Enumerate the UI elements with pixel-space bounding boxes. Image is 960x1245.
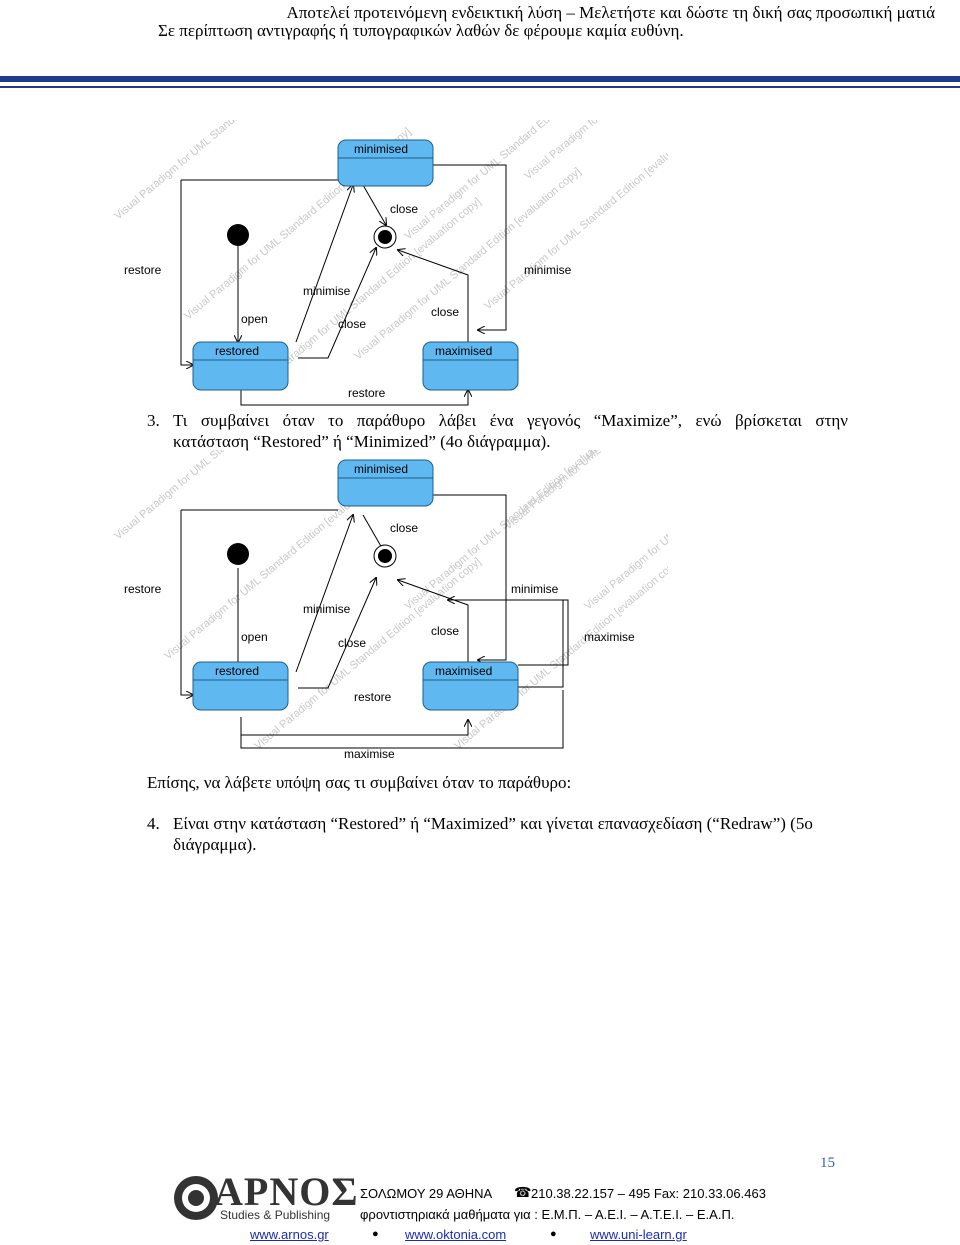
transition-label: close [390, 202, 418, 216]
transition-label: maximise [344, 747, 395, 761]
telephone-icon: ☎ [514, 1184, 532, 1200]
initial-node [227, 224, 249, 246]
logo-wordmark: ΑΡΝΟΣ [214, 1169, 359, 1214]
transition-label: restore [354, 690, 392, 704]
svg-text:Visual Paradigm for UML Standa: Visual Paradigm for UML Standard Edition… [502, 450, 668, 532]
q3-line-1: Τι συμβαίνει όταν το παράθυρο λάβει ένα … [173, 411, 848, 430]
footer-link-oktonia[interactable]: www.oktonia.com [405, 1227, 507, 1242]
page-number: 15 [820, 1155, 835, 1171]
transition-label: close [431, 624, 459, 638]
q3-line-2: κατάσταση “Restored” ή “Minimized” (4ο δ… [173, 432, 551, 451]
logo-emblem-icon [174, 1176, 218, 1220]
transition-label: open [241, 630, 268, 644]
state-diagram-1: Visual Paradigm for UML Standard Edition… [112, 120, 668, 406]
bullet: ● [372, 1228, 379, 1240]
header-line-1: Αποτελεί προτεινόμενη ενδεικτική λύση – … [286, 3, 935, 22]
header-line-2: Σε περίπτωση αντιγραφής ή τυπογραφικών λ… [158, 21, 684, 40]
svg-text:Visual Paradigm for UML Standa: Visual Paradigm for UML Standard Edition… [452, 556, 668, 753]
svg-text:maximised: maximised [435, 664, 492, 678]
svg-text:restored: restored [215, 344, 259, 358]
transition-label: restore [124, 263, 162, 277]
note-text: Επίσης, να λάβετε υπόψη σας τι συμβαίνει… [147, 773, 572, 792]
svg-text:restored: restored [215, 664, 259, 678]
footer-link-arnos[interactable]: www.arnos.gr [250, 1227, 329, 1242]
transition-label: restore [348, 386, 386, 400]
state-restored: restored [192, 661, 289, 711]
svg-text:minimised: minimised [354, 142, 408, 156]
logo-subtitle: Studies & Publishing [220, 1208, 331, 1222]
header-rule-thick [0, 76, 960, 82]
q4-line-2: διάγραμμα). [173, 835, 257, 854]
state-minimised: minimised [337, 139, 434, 187]
transition-label: maximise [584, 630, 635, 644]
initial-node [227, 543, 249, 565]
state-minimised: minimised [337, 459, 434, 507]
svg-text:Visual Paradigm for UML Standa: Visual Paradigm for UML Standard Edition… [112, 450, 343, 542]
transition-label: open [241, 312, 268, 326]
state-maximised: maximised [422, 661, 519, 711]
state-diagram-2: Visual Paradigm for UML Standard Edition… [112, 450, 668, 761]
bullet: ● [550, 1228, 557, 1240]
svg-text:Visual Paradigm for UML Standa: Visual Paradigm for UML Standard Edition… [252, 556, 483, 753]
transition-label: close [338, 317, 366, 331]
transition-label: close [431, 305, 459, 319]
transition-label: minimise [524, 263, 572, 277]
transition-label: minimise [511, 582, 559, 596]
transition-label: close [390, 521, 418, 535]
svg-text:maximised: maximised [435, 344, 492, 358]
header-rule-thin [0, 86, 960, 88]
footer-phone: 210.38.22.157 – 495 Fax: 210.33.06.463 [531, 1186, 766, 1201]
state-restored: restored [192, 341, 289, 391]
transition-label: restore [124, 582, 162, 596]
footer-link-unilearn[interactable]: www.uni-learn.gr [590, 1227, 687, 1242]
svg-text:minimised: minimised [354, 462, 408, 476]
q4-line-1: Είναι στην κατάσταση “Restored” ή “Maxim… [173, 814, 813, 833]
footer-tagline: φροντιστηριακά μαθήματα για : Ε.Μ.Π. – Α… [360, 1207, 735, 1222]
transition-label: minimise [303, 284, 351, 298]
transition-label: close [338, 636, 366, 650]
q4-number: 4. [147, 814, 160, 833]
footer-address: ΣΟΛΩΜΟΥ 29 ΑΘΗΝΑ [360, 1186, 493, 1201]
publisher-logo: ΑΡΝΟΣ Studies & Publishing [172, 1169, 357, 1224]
q3-number: 3. [147, 411, 160, 430]
state-maximised: maximised [422, 341, 519, 391]
transition-label: minimise [303, 602, 351, 616]
